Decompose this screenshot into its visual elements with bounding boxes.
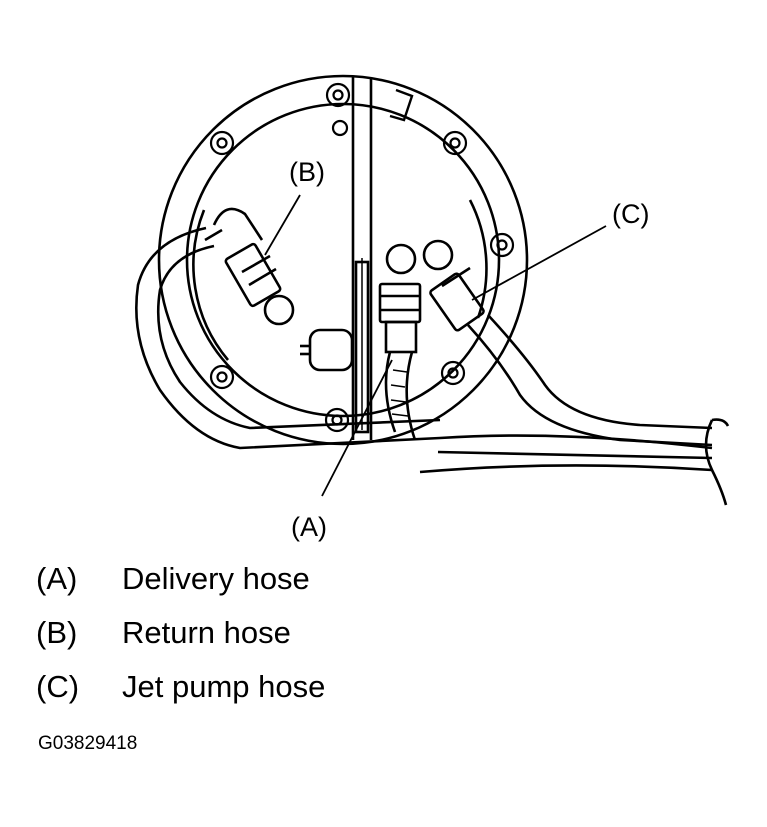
leader-lines — [264, 194, 607, 497]
legend-text: Jet pump hose — [122, 669, 326, 704]
callout-b: (B) — [289, 157, 325, 187]
legend-item-jet-pump-hose: (C) Jet pump hose — [36, 669, 325, 705]
connector-plug — [300, 328, 354, 372]
callout-a: (A) — [291, 512, 327, 542]
callout-c: (C) — [612, 199, 649, 229]
outer-hoses — [135, 226, 730, 506]
legend-key: (C) — [36, 669, 80, 704]
legend-text: Delivery hose — [122, 561, 310, 596]
jet-pump-pipe — [422, 239, 713, 447]
flange-bolts — [209, 82, 515, 433]
figure-id: G03829418 — [38, 733, 138, 754]
pump-flange — [157, 74, 529, 446]
legend-key: (A) — [36, 561, 78, 596]
top-notch — [389, 88, 414, 122]
legend-item-delivery-hose: (A) Delivery hose — [36, 561, 310, 597]
legend-item-return-hose: (B) Return hose — [36, 615, 291, 651]
legend-key: (B) — [36, 615, 78, 650]
return-pipe — [204, 207, 295, 326]
center-rail — [351, 76, 373, 440]
delivery-pipe — [378, 243, 422, 441]
legend-text: Return hose — [122, 615, 291, 650]
